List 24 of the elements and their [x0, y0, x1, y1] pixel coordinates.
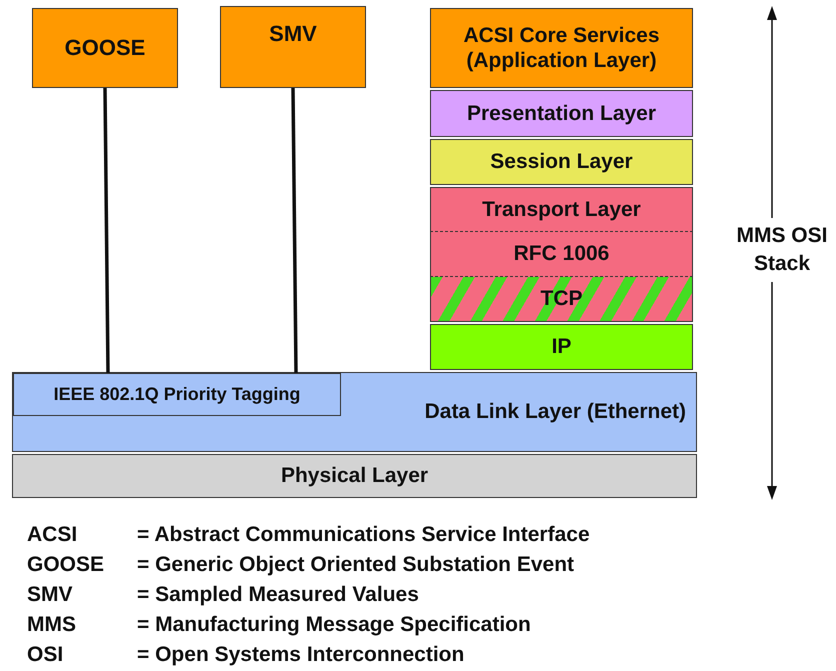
layer-box: IP — [430, 324, 693, 370]
abbreviation-text: MMS — [27, 612, 76, 638]
layer-box: Session Layer — [430, 139, 693, 185]
sub-layer-box: IEEE 802.1Q Priority Tagging — [13, 373, 341, 416]
definition-text: = Open Systems Interconnection — [137, 642, 464, 668]
abbreviation-text: GOOSE — [27, 552, 104, 578]
protocol-box: GOOSE — [32, 8, 178, 88]
protocol-box: SMV — [220, 6, 366, 88]
abbreviation-text: OSI — [27, 642, 64, 668]
layer-box: ACSI Core Services (Application Layer) — [430, 8, 693, 88]
stack-label: MMS OSI Stack — [735, 223, 828, 277]
definition-text: = Manufacturing Message Specification — [137, 612, 531, 638]
layer-box: RFC 1006 — [430, 232, 693, 277]
abbreviation-text: SMV — [27, 582, 73, 608]
layer-box: Presentation Layer — [430, 90, 693, 137]
connector-line — [103, 88, 110, 374]
connector-line — [291, 88, 298, 374]
layer-band: Physical Layer — [12, 454, 697, 498]
definition-text: = Sampled Measured Values — [137, 582, 419, 608]
definition-text: = Generic Object Oriented Substation Event — [137, 552, 574, 578]
definition-text: = Abstract Communications Service Interface — [137, 522, 590, 548]
layer-box: Transport Layer — [430, 187, 693, 232]
data-link-band: Data Link Layer (Ethernet) IEEE 802.1Q Priority Tagging — [12, 372, 697, 452]
abbreviation-text: ACSI — [27, 522, 78, 548]
